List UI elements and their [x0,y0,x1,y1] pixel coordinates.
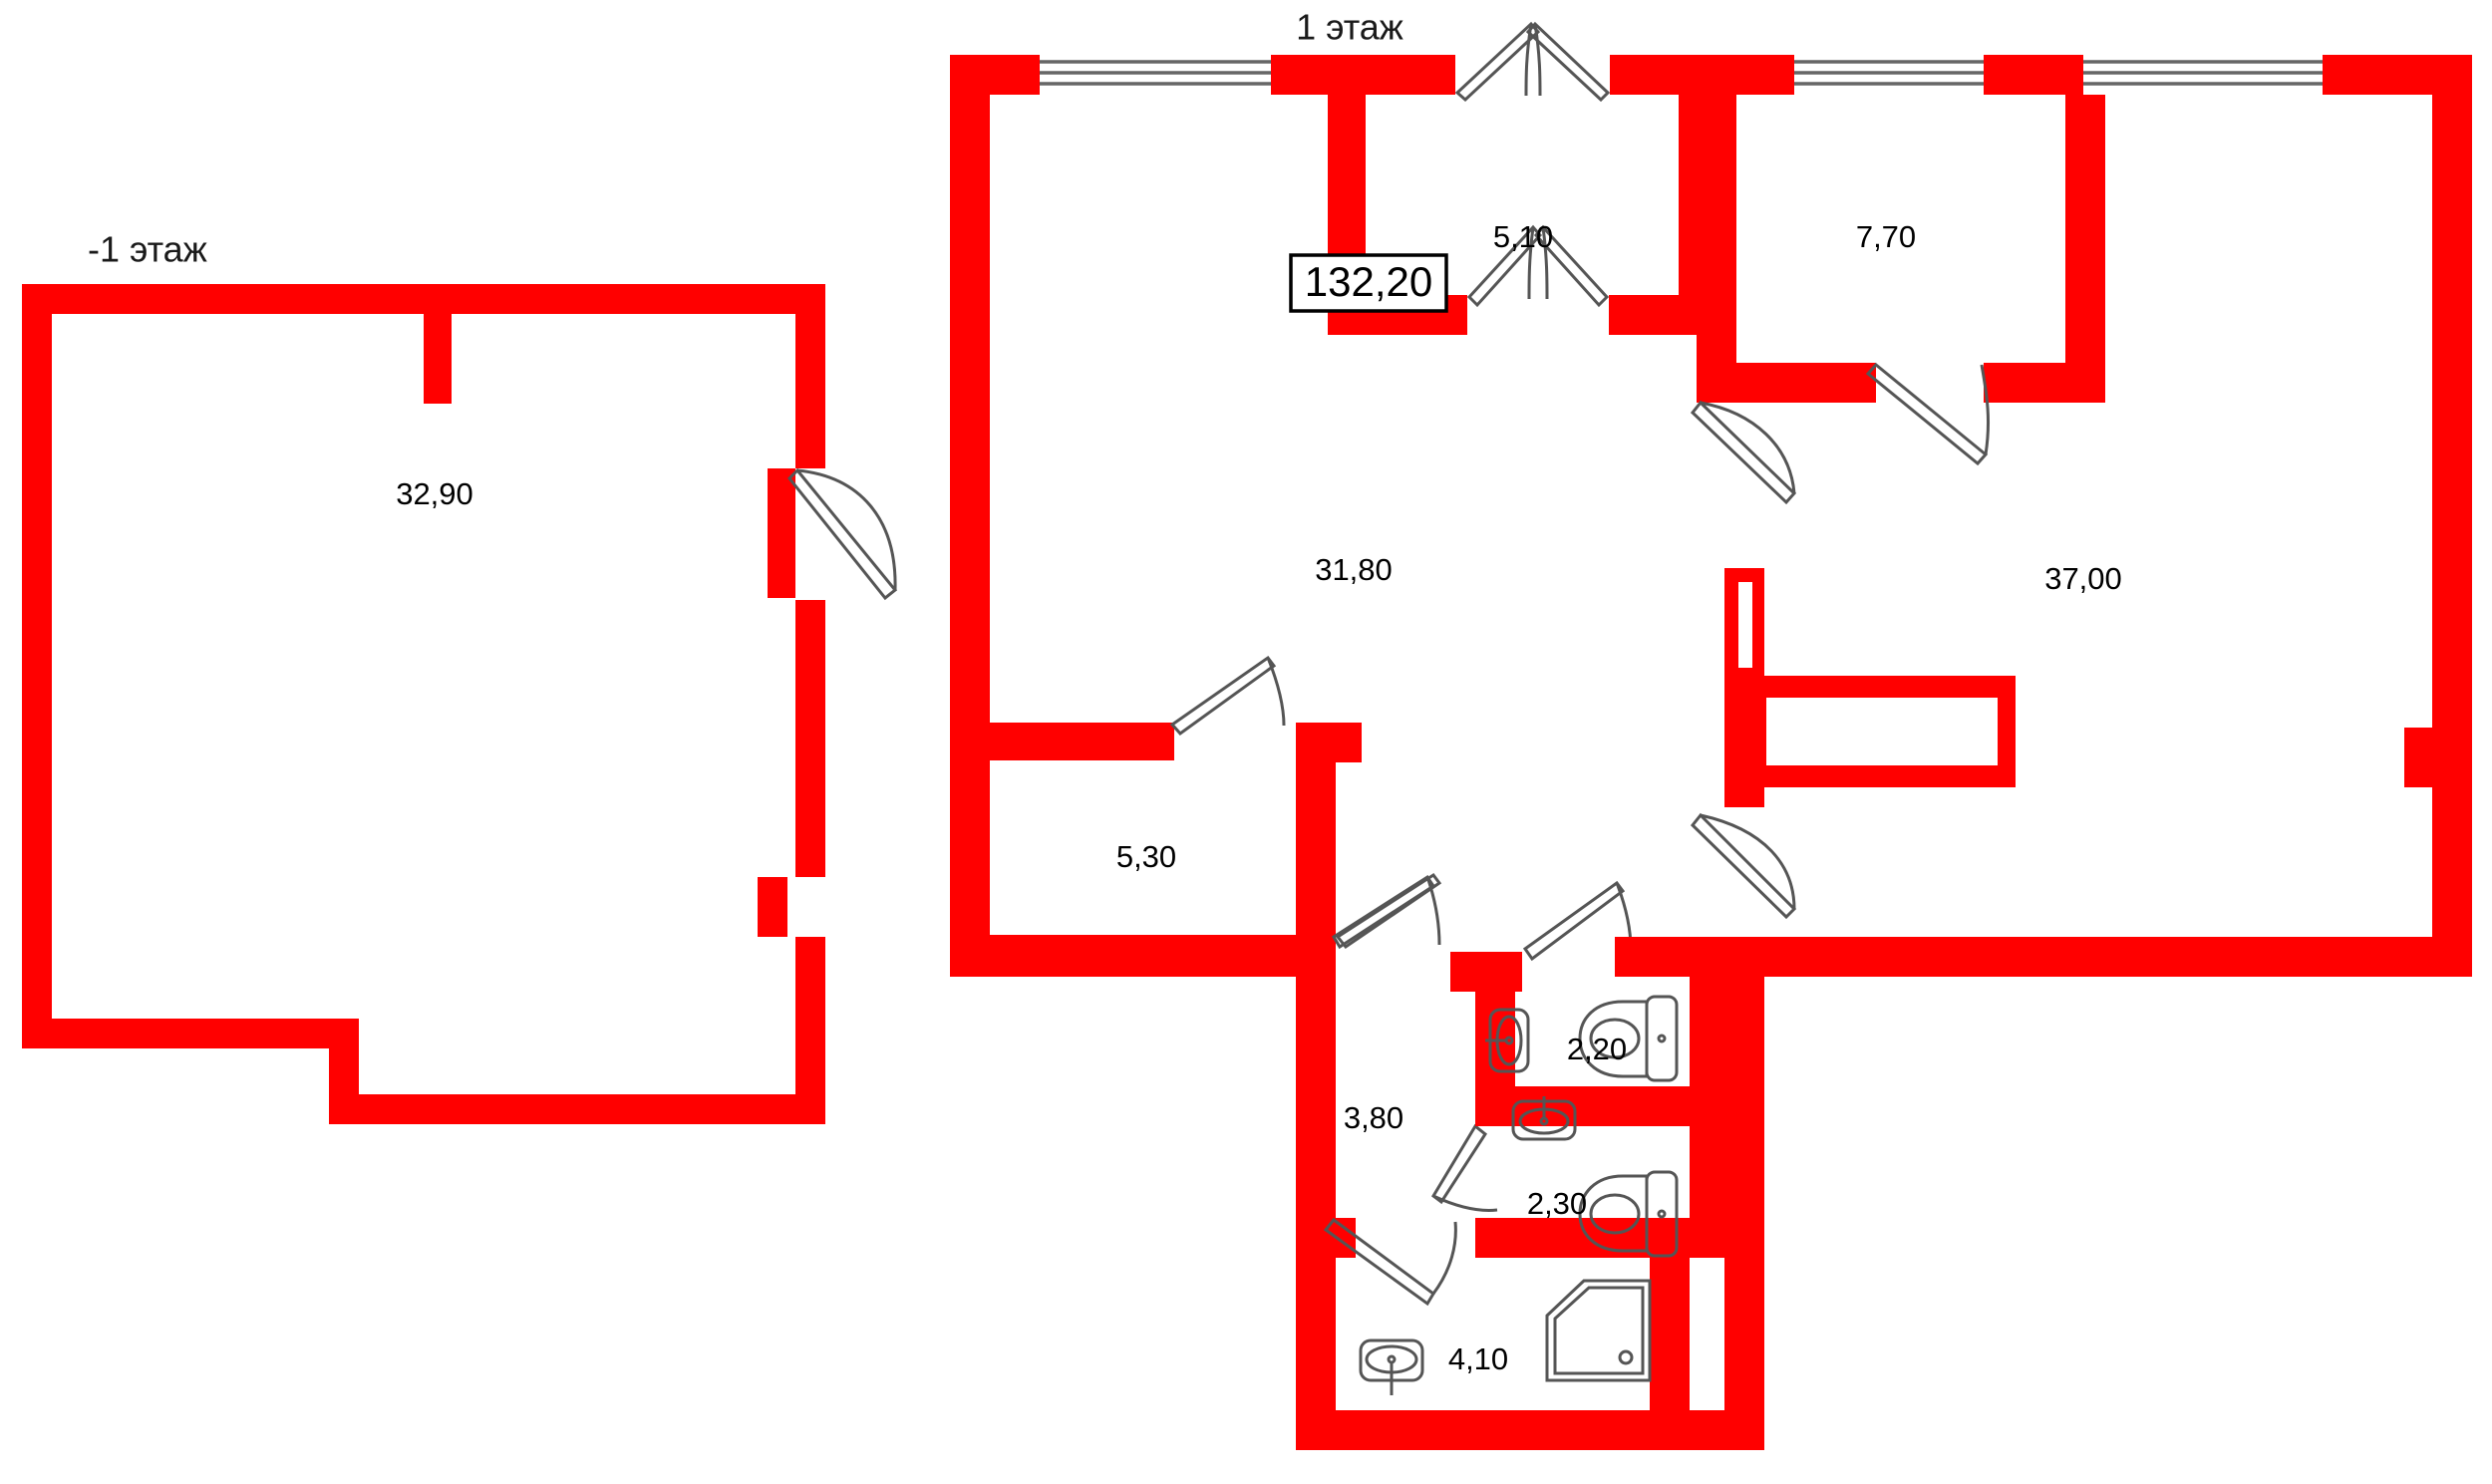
shower-icon-1 [1545,1279,1652,1382]
sink-icon-3 [1359,1338,1424,1395]
window-1 [1040,60,1271,86]
area-label-entry: 7,70 [1856,219,1916,254]
entry-room-door [1865,362,1991,466]
total-area-box [1289,253,1448,313]
toilet-icon-2 [1578,1170,1679,1258]
storage-corner-door [1335,872,1442,950]
area-label-vestibule: 5,10 [1493,219,1553,254]
storage-door [1169,655,1286,737]
wc-south-wall [1475,1218,1729,1258]
wc-north-wall [1615,937,1764,977]
basement-partition-stub [424,314,452,404]
area-label-wc-upper: 2,20 [1567,1032,1627,1066]
area-label-storage: 5,30 [1116,839,1176,874]
first-floor-title: 1 этаж [1296,7,1403,48]
vestibule-inner-double-door [1466,224,1610,308]
basement-floor-title: -1 этаж [88,229,207,270]
entry-east-wall [2065,95,2105,402]
window-3 [2083,60,2323,86]
wc-lower-door [1431,1123,1498,1212]
entry-south-wall-left [1697,363,1876,403]
hall-to-living-door-lower [1690,812,1797,920]
corridor-bottom-wall-left [1296,1218,1356,1258]
entrance-double-door-north [1454,21,1611,103]
basement-area-label: 32,90 [396,476,473,511]
hall-island-wall [1752,676,2016,787]
sink-icon-2 [1511,1096,1577,1141]
corridor-door-top-left [1331,874,1441,950]
toilet-icon-1 [1578,995,1679,1082]
basement-floor-group: -1 этаж 32,90 [22,229,898,1124]
sink-icon-1 [1485,1008,1530,1073]
basement-outer-walls [22,284,825,1124]
area-label-wc-lower: 2,30 [1527,1186,1587,1221]
area-label-hall: 31,80 [1315,552,1393,587]
bath-east-wall [1650,1258,1690,1410]
bath-door [1323,1217,1457,1307]
hall-to-living-door-upper [1690,400,1797,505]
first-floor-outer-walls [950,55,2472,1450]
total-area-callout: 132,20 [1289,253,1448,313]
duct-inner-void [1738,582,1752,682]
basement-entry-door [786,467,898,601]
total-area-value: 132,20 [1305,258,1432,305]
first-floor-group: 1 этаж 5,10 7,70 31,80 37,00 5,30 3,80 2… [950,7,2472,1450]
storage-right-wall-tab [1322,723,1362,762]
storage-right-wall-lower [1296,797,1336,959]
entrance-opening-north [1455,55,1610,95]
area-label-corridor: 3,80 [1344,1100,1403,1135]
storage-top-wall [990,723,1174,760]
window-2 [1794,60,1984,86]
area-label-living: 37,00 [2044,561,2122,596]
area-label-bath: 4,10 [1448,1341,1508,1376]
wc-east-wall [1690,952,1729,1258]
storage-bottom-wall [990,935,1309,975]
